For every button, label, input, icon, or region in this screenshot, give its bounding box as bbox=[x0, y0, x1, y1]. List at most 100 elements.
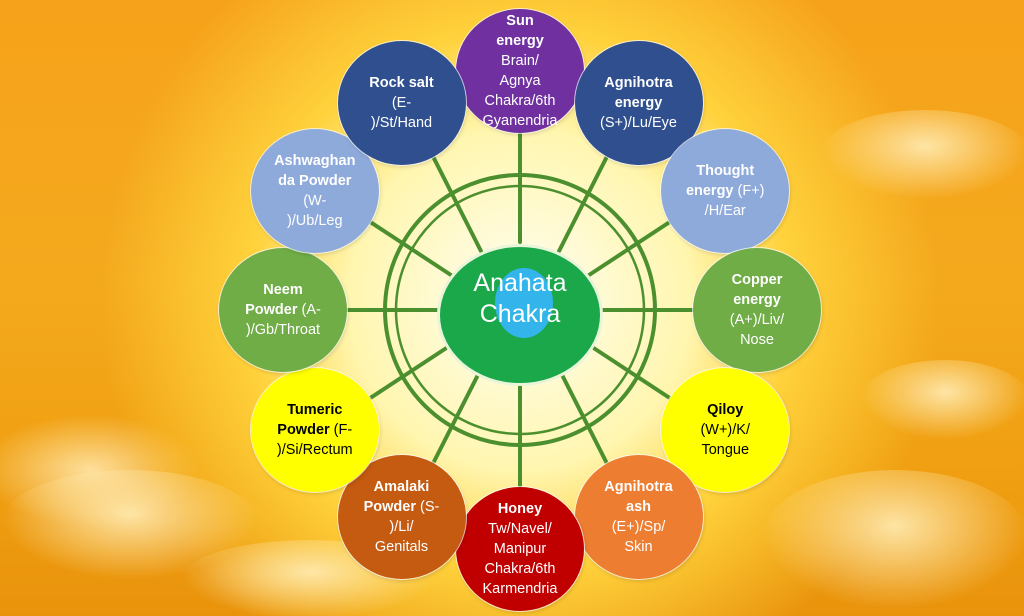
center-label-line1: Anahata bbox=[473, 269, 567, 297]
node-title: Rock salt bbox=[369, 75, 434, 92]
node-agnihotra-ash: Agnihotra ash (E+)/Sp/Skin bbox=[574, 454, 703, 579]
node-detail: (S- bbox=[416, 498, 440, 515]
node-title: Copper bbox=[731, 272, 783, 288]
node-line: energy bbox=[730, 290, 784, 310]
node-line: ash bbox=[604, 497, 672, 517]
node-detail: (A+)/Liv/ bbox=[729, 312, 785, 328]
node-line: energy bbox=[483, 31, 558, 51]
node-title: Amalaki bbox=[373, 478, 430, 495]
node-text: Agnihotra ash (E+)/Sp/Skin bbox=[594, 477, 682, 557]
node-detail: Karmendria bbox=[482, 581, 558, 597]
node-title: energy bbox=[733, 292, 781, 308]
node-detail: Chakra/6th bbox=[484, 561, 556, 577]
node-ashwagandha-powder: Ashwaghan da Powder (W- )/Ub/Leg bbox=[250, 128, 379, 253]
node-line: Amalaki bbox=[364, 477, 440, 497]
node-title: energy bbox=[614, 95, 663, 112]
wheel-spokes bbox=[339, 125, 701, 495]
node-detail: Chakra/6th bbox=[484, 93, 556, 109]
wheel-spoke bbox=[585, 216, 678, 278]
node-line: energy bbox=[600, 93, 677, 113]
node-title: Sun bbox=[506, 13, 534, 29]
node-line: Rock salt bbox=[369, 73, 433, 93]
node-detail: (F- bbox=[329, 421, 353, 438]
node-detail: (S+)/Lu/Eye bbox=[600, 115, 677, 132]
wheel-spoke bbox=[557, 149, 612, 254]
cloud-right bbox=[860, 360, 1024, 440]
node-detail: (E+)/Sp/ bbox=[611, 518, 666, 535]
node-detail: (F+) bbox=[733, 182, 765, 199]
node-title: Thought bbox=[696, 162, 755, 179]
node-title: Honey bbox=[497, 501, 543, 517]
node-detail: )/St/Hand bbox=[370, 115, 433, 132]
node-line: Powder (A- bbox=[245, 300, 321, 320]
node-title: Neem bbox=[263, 282, 303, 298]
node-detail: /H/Ear bbox=[704, 202, 746, 219]
node-title: Tumeric bbox=[287, 401, 343, 418]
node-title: Qiloy bbox=[707, 401, 744, 418]
node-title: Ashwaghan bbox=[274, 152, 356, 169]
wheel-rim bbox=[383, 173, 657, 447]
node-detail: Manipur bbox=[493, 541, 547, 557]
node-title: energy bbox=[496, 33, 544, 49]
node-detail: )/Gb/Throat bbox=[245, 322, 321, 338]
node-title: Powder bbox=[363, 498, 416, 515]
node-detail: (W- bbox=[303, 192, 327, 209]
node-title: Powder bbox=[245, 302, 298, 318]
node-line: energy (F+) bbox=[686, 181, 765, 201]
node-title: energy bbox=[685, 182, 734, 199]
node-detail: )/Si/Rectum bbox=[276, 441, 353, 458]
node-detail: Tw/Navel/ bbox=[488, 521, 552, 537]
wheel-inner-rim bbox=[394, 184, 646, 436]
wheel-spoke bbox=[428, 366, 483, 471]
node-title: ash bbox=[626, 498, 651, 515]
node-title: Agnihotra bbox=[604, 478, 673, 495]
node-text: Ashwaghan da Powder (W- )/Ub/Leg bbox=[264, 151, 365, 231]
node-detail: Brain/ bbox=[501, 53, 539, 69]
node-line: Thought bbox=[686, 161, 765, 181]
node-text: Agnihotra energy (S+)/Lu/Eye bbox=[590, 73, 687, 133]
node-text: Qiloy (W+)/K/Tongue bbox=[690, 400, 760, 460]
node-detail: (E- bbox=[391, 95, 412, 112]
node-rock-salt: Rock salt (E- )/St/Hand bbox=[337, 41, 466, 166]
node-line: Ashwaghan bbox=[274, 151, 355, 171]
center-label: Anahata Chakra bbox=[437, 268, 603, 330]
node-detail: (A- bbox=[297, 302, 321, 318]
wheel-spoke bbox=[428, 149, 483, 254]
node-detail: (W+)/K/ bbox=[700, 421, 750, 438]
node-title: da Powder bbox=[278, 172, 352, 189]
node-line: da Powder bbox=[274, 171, 355, 191]
node-line: Honey bbox=[483, 499, 558, 519]
node-detail: )/Ub/Leg bbox=[286, 212, 343, 229]
node-line: Agnihotra bbox=[604, 477, 672, 497]
node-detail: Agnya bbox=[499, 73, 541, 89]
wheel-spoke bbox=[362, 342, 455, 404]
node-detail: Skin bbox=[624, 538, 653, 555]
wheel-spoke bbox=[362, 216, 455, 278]
center-hub-inner-dot bbox=[495, 268, 553, 338]
node-line: Powder (F- bbox=[277, 420, 353, 440]
node-line: Sun bbox=[483, 11, 558, 31]
node-detail: )/Li/ bbox=[389, 518, 414, 535]
node-line: Neem bbox=[245, 280, 321, 300]
node-line: Agnihotra bbox=[600, 73, 677, 93]
node-title: Agnihotra bbox=[604, 75, 673, 92]
wheel-spoke bbox=[585, 342, 678, 404]
center-label-line2: Chakra bbox=[479, 300, 561, 328]
cloud-bottom-right bbox=[760, 470, 1024, 610]
node-detail: Tongue bbox=[701, 441, 750, 458]
